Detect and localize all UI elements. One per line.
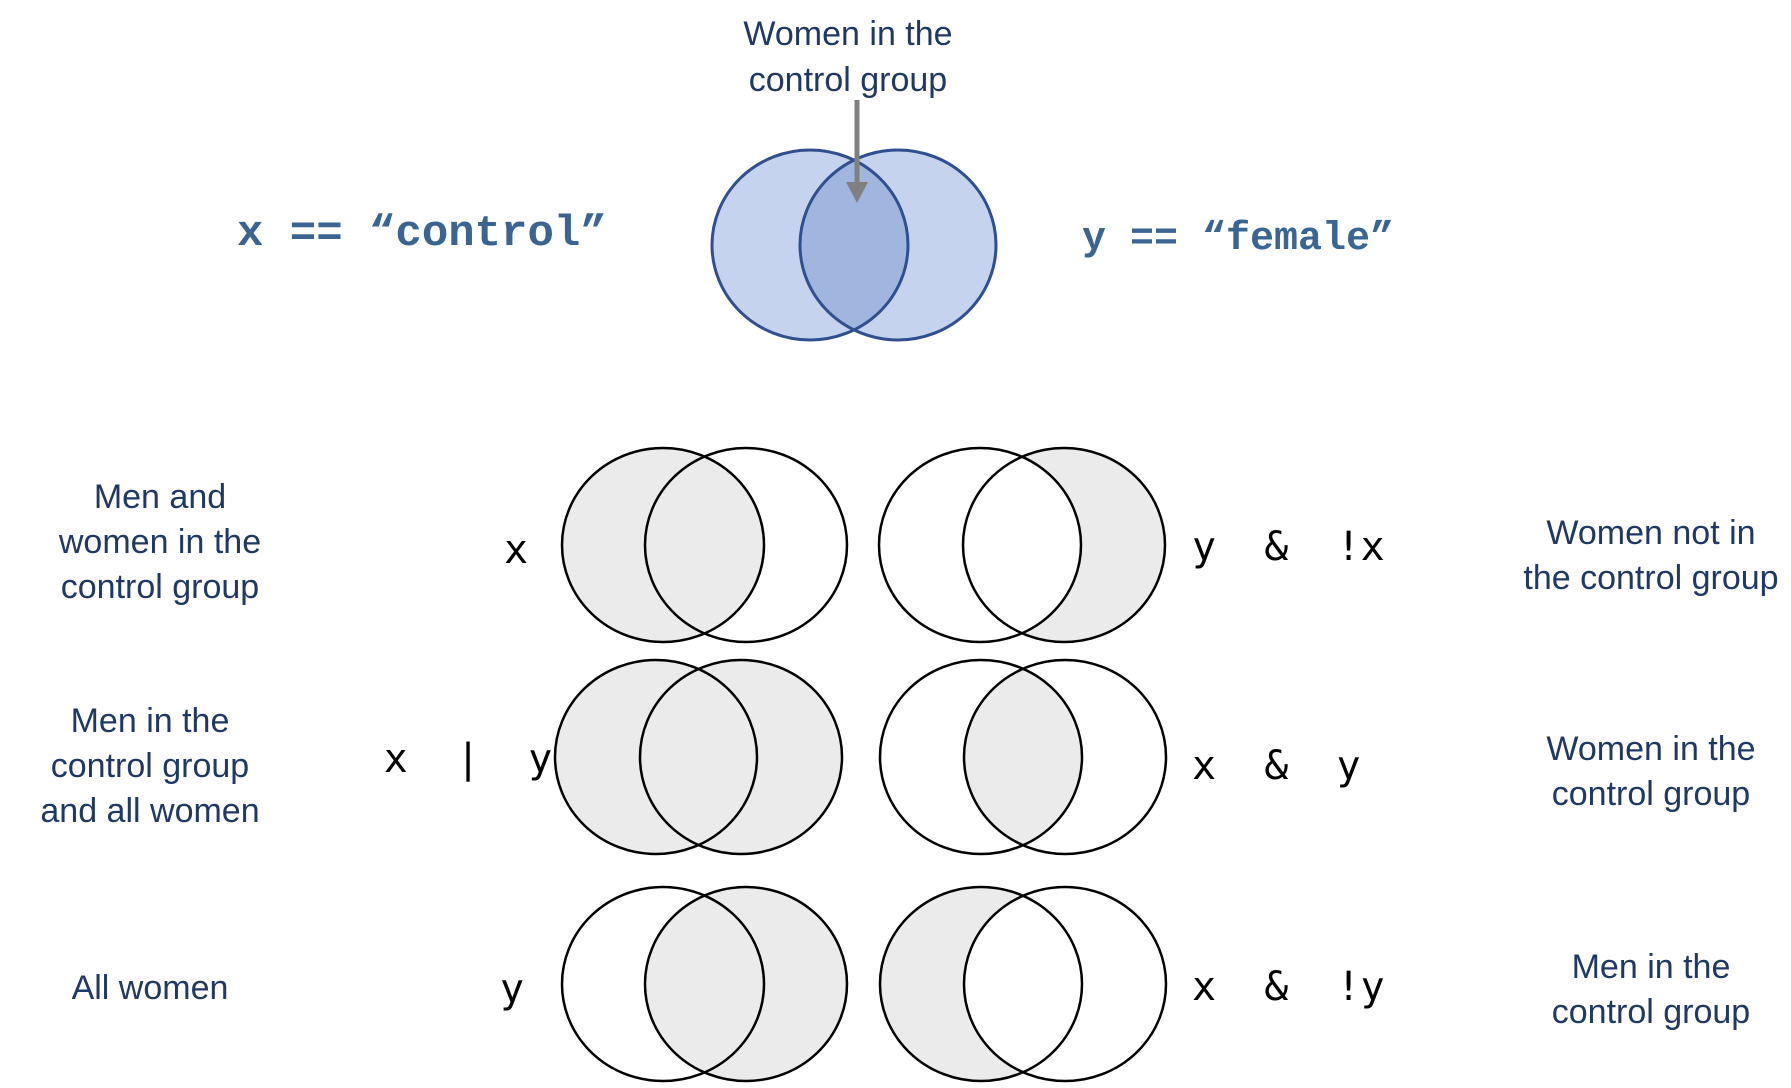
venn-x-circle-x: [560, 446, 766, 644]
label-row2-right: Women in the control group: [1546, 730, 1755, 813]
venn-y-circle-x: [560, 885, 766, 1083]
venn-intersection-circle-x: [878, 658, 1084, 856]
label-row2-right-line-1: Women in the: [1546, 730, 1755, 768]
venn-x-not-y-circle-x: [878, 885, 1084, 1083]
label-row2-left-line-1: Men in the: [71, 702, 230, 740]
expr-row3-right: x & !y: [1192, 964, 1385, 1010]
label-row3-right: Men in the control group: [1552, 948, 1750, 1031]
header-callout-line-2: control group: [749, 61, 947, 99]
label-row1-left-line-2: women in the: [58, 523, 261, 561]
venn-union-shade-y: [640, 660, 842, 854]
label-row3-right-line-2: control group: [1552, 993, 1750, 1031]
venn-y-not-x-circle-x: [877, 446, 1083, 644]
venn-y-not-x: [877, 446, 1167, 644]
expr-row3-left: y: [500, 966, 524, 1012]
expr-row1-right: y & !x: [1192, 524, 1385, 570]
label-row2-right-line-2: control group: [1552, 775, 1750, 813]
label-row1-right-line-2: the control group: [1523, 559, 1778, 597]
label-row3-left: All women: [72, 969, 229, 1007]
venn-x-not-y: [878, 885, 1168, 1083]
label-row1-left-line-1: Men and: [94, 478, 226, 516]
label-row2-left: Men in the control group and all women: [40, 702, 259, 830]
venn-intersection: [878, 658, 1168, 856]
header-callout-line-1: Women in the: [743, 15, 952, 53]
venn-union: [553, 658, 844, 856]
venn-y: [560, 885, 849, 1083]
header-venn-y-circle: [798, 148, 998, 342]
label-row3-left-line-1: All women: [72, 969, 229, 1007]
label-row1-left: Men and women in the control group: [58, 478, 261, 606]
label-row2-left-line-3: and all women: [40, 792, 259, 830]
header-venn-overlap: [800, 150, 908, 340]
venn-y-shade: [645, 887, 847, 1081]
expr-row2-left: x | y: [384, 736, 553, 782]
expr-row1-left: x: [504, 527, 528, 573]
venn-x: [560, 446, 849, 644]
header-venn: [710, 148, 998, 342]
label-row3-right-line-1: Men in the: [1572, 948, 1731, 986]
y-condition-code: y == “female”: [1082, 217, 1394, 262]
venn-x-shade: [562, 448, 764, 642]
label-row1-right: Women not in the control group: [1523, 514, 1778, 597]
venn-y-not-x-circle-y: [961, 446, 1167, 644]
venn-union-circle-x: [553, 658, 759, 856]
expr-row2-right: x & y: [1192, 743, 1361, 789]
callout-arrow: [846, 100, 868, 203]
label-row1-left-line-3: control group: [61, 568, 259, 606]
venn-x-circle-y: [643, 446, 849, 644]
label-row1-right-line-1: Women not in: [1546, 514, 1755, 552]
venn-y-not-x-cutout: [963, 448, 1081, 642]
venn-intersection-shade: [964, 660, 1082, 854]
venn-union-circle-y: [638, 658, 844, 856]
venn-x-not-y-circle-y: [962, 885, 1168, 1083]
header-callout-label: Women in the control group: [743, 15, 952, 99]
header-venn-x-circle: [710, 148, 910, 342]
venn-intersection-circle-y: [962, 658, 1168, 856]
venn-x-not-y-cutout: [964, 887, 1082, 1081]
label-row2-left-line-2: control group: [51, 747, 249, 785]
venn-y-circle-y: [643, 885, 849, 1083]
x-condition-code: x == “control”: [237, 209, 607, 259]
